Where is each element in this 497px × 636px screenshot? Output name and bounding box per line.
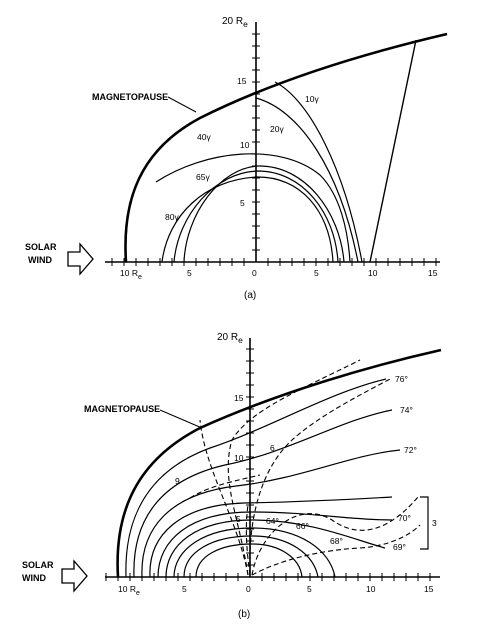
panel-a-label-80g: 80γ — [165, 212, 179, 222]
panel-a-contour-40 — [155, 153, 351, 263]
panel-b-dashed-label-9: 9 — [175, 476, 180, 486]
panel-a-xtick-10re: 10 Re — [120, 268, 142, 281]
panel-a-text: 20 Re MAGNETOPAUSE 15 10 5 10 Re 5 0 5 1… — [25, 16, 438, 301]
panel-b-magnetopause-leader — [159, 409, 203, 429]
panel-b-line-70 — [157, 511, 393, 578]
panel-b-line-74 — [133, 409, 393, 578]
panel-b-xtick-10re: 10 Re — [118, 584, 140, 597]
panel-a-contour-80 — [161, 176, 334, 263]
panel-b-solar-wind-arrow — [61, 559, 88, 593]
panel-a-ytick-5: 5 — [240, 198, 245, 208]
panel-a-label-65g: 65γ — [196, 172, 210, 182]
panel-a-contour-20 — [255, 97, 359, 263]
panel-b-xtick-15: 15 — [424, 584, 434, 594]
panel-b-top-label: 20 Re — [217, 332, 243, 345]
panel-b-ytick-10: 10 — [234, 453, 244, 463]
panel-a-caption: (a) — [244, 290, 256, 301]
panel-b-magnetopause-label: MAGNETOPAUSE — [84, 404, 160, 414]
panel-b-solar-label-2: WIND — [22, 573, 46, 583]
panel-a-solar-label-2: WIND — [28, 255, 52, 265]
panel-a-magnetopause-leader — [167, 96, 197, 113]
panel-b-line-72 — [141, 449, 401, 578]
panel-b-magnetopause — [116, 348, 442, 578]
panel-b-dashed-4 — [251, 496, 419, 576]
panel-b-line-68 — [173, 527, 336, 578]
panel-b-xtick-5-left: 5 — [182, 584, 187, 594]
panel-b-caption: (b) — [238, 609, 250, 620]
panel-b-dashed-lines — [189, 359, 421, 576]
panel-a-label-20g: 20γ — [270, 124, 284, 134]
panel-b-ytick-15: 15 — [234, 393, 244, 403]
panel-a-xtick-10: 10 — [368, 268, 378, 278]
panel-b-line-64 — [195, 543, 303, 578]
panel-b-label-70: 70° — [398, 513, 411, 523]
panel-b-line-69 — [165, 519, 386, 578]
panel-a-magnetopause — [124, 32, 448, 263]
panel-b-dashed-1 — [199, 419, 249, 576]
panel-a-label-10g: 10γ — [305, 94, 319, 104]
panel-b-dashed-3 — [249, 377, 393, 576]
panel-a-contour-10 — [274, 81, 363, 263]
panel-b-xtick-10: 10 — [366, 584, 376, 594]
panel-b-xtick-0: 0 — [246, 584, 251, 594]
panel-b-line-76 — [125, 378, 387, 578]
panel-a-xtick-5-left: 5 — [187, 268, 192, 278]
panel-b-dashed-2 — [227, 359, 361, 576]
panel-a-xtick-0: 0 — [252, 268, 257, 278]
panel-a-ytick-10: 10 — [240, 140, 250, 150]
panel-a-xtick-15: 15 — [428, 268, 438, 278]
panel-b-label-66: 66° — [296, 521, 309, 531]
panel-b-xtick-5: 5 — [307, 584, 312, 594]
panel-a — [105, 22, 448, 266]
panel-a-contour-65b — [183, 165, 345, 263]
panel-b-dashed-6 — [245, 504, 251, 576]
panel-a-ytick-15: 15 — [237, 76, 247, 86]
panel-b-label-69: 69° — [393, 542, 406, 552]
panel-b-dashed-7 — [189, 474, 261, 499]
panel-a-label-40g: 40γ — [197, 132, 211, 142]
panel-b-dashed-label-3: 3 — [432, 518, 437, 528]
panel-b-line-66 — [183, 535, 319, 578]
panel-a-solar-wind-arrow — [67, 242, 94, 276]
panel-a-magnetopause-label: MAGNETOPAUSE — [92, 92, 168, 102]
panel-b-text: 20 Re MAGNETOPAUSE 15 10 5 10 Re 5 0 5 1… — [22, 332, 437, 620]
panel-b-ytick-5: 5 — [236, 514, 241, 524]
panel-b-line-outer1 — [149, 496, 393, 578]
panel-b-dashed-5 — [251, 524, 421, 576]
panel-b-label-64: 64° — [266, 516, 279, 526]
panel-b-label-74: 74° — [400, 405, 413, 415]
panel-b-solar-label-1: SOLAR — [22, 560, 54, 570]
panel-a-solar-label-1: SOLAR — [25, 242, 57, 252]
panel-b-label-72: 72° — [404, 445, 417, 455]
panel-b — [105, 338, 442, 581]
panel-b-dashed-label-6: 6 — [270, 443, 275, 453]
panel-a-xtick-5: 5 — [314, 268, 319, 278]
panel-b-label-76: 76° — [395, 374, 408, 384]
panel-a-top-label: 20 Re — [222, 16, 248, 29]
panel-b-bracket — [420, 496, 429, 550]
panel-a-field-line — [369, 39, 417, 263]
panel-b-label-68: 68° — [330, 536, 343, 546]
panel-a-contour-65a — [173, 170, 339, 263]
